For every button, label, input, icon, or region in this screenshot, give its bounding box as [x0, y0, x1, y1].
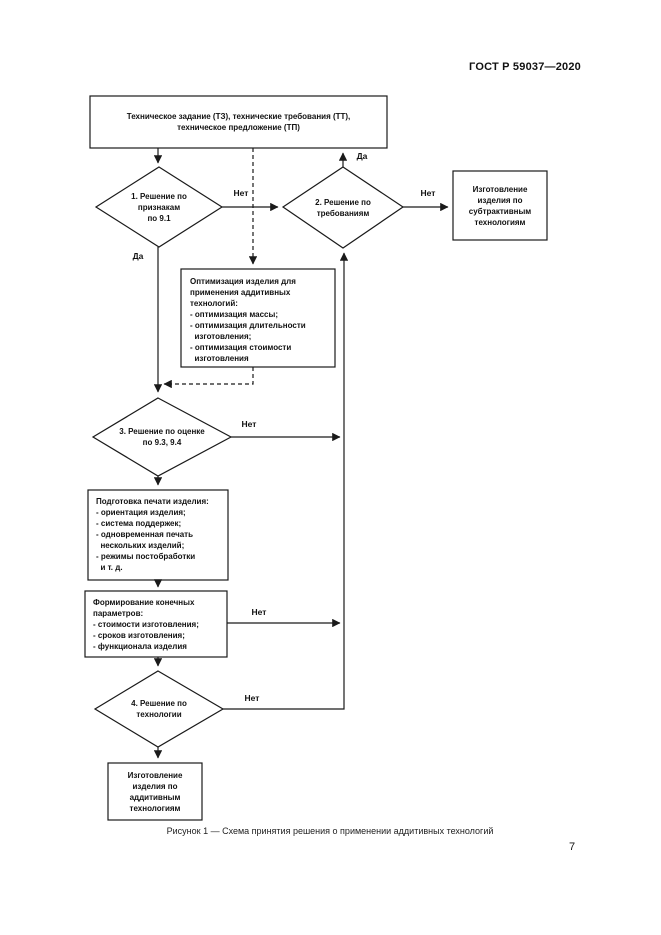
parameters-box-shape [84, 590, 228, 658]
node-decision3-text: 3. Решение по оценке по 9.3, 9.4 [119, 427, 205, 447]
node-parameters-text: Формирование конечных параметров: - стои… [93, 598, 199, 651]
node-optimization-text: Оптимизация изделия для применения аддит… [190, 277, 306, 363]
edge-label-d2-yes: Да [356, 151, 368, 161]
node-print-prep-text: Подготовка печати изделия: - ориентация … [96, 497, 209, 572]
node-decision2-text: 2. Решение по требованиям [315, 197, 371, 218]
decision2-diamond-shape [281, 166, 405, 249]
edge-label-d2-no: Нет [420, 188, 436, 198]
edge-label-d1-yes: Да [132, 251, 144, 261]
node-decision4-text: 4. Решение по технологии [131, 699, 187, 719]
spec-box-shape [89, 95, 388, 149]
additive-box-shape [107, 762, 203, 821]
edge-optimization-to-spine-dashed [163, 367, 254, 389]
edge-d4-no-spine-to-d2 [223, 252, 349, 710]
decision1-diamond-shape [94, 166, 224, 248]
subtractive-box-shape [452, 170, 548, 241]
edge-label-parameters-no: Нет [251, 607, 267, 617]
edge-label-d1-no: Нет [233, 188, 249, 198]
node-subtractive-text: Изготовление изделия по субтрактивным те… [468, 184, 532, 227]
node-additive-text: Изготовление изделия по аддитивным техно… [127, 770, 183, 813]
optimization-box-shape [180, 268, 336, 368]
document-header: ГОСТ Р 59037—2020 [469, 61, 581, 73]
figure-caption: Рисунок 1 — Схема принятия решения о при… [166, 826, 494, 836]
edge-label-d3-no: Нет [241, 419, 257, 429]
edge-label-d4-no: Нет [244, 693, 260, 703]
page-number: 7 [569, 841, 576, 853]
node-decision1-text: 1. Решение по признакам по 9.1 [131, 191, 187, 223]
node-spec-text: Техническое задание (ТЗ), технические тр… [126, 112, 351, 132]
print-prep-box-shape [87, 489, 229, 581]
